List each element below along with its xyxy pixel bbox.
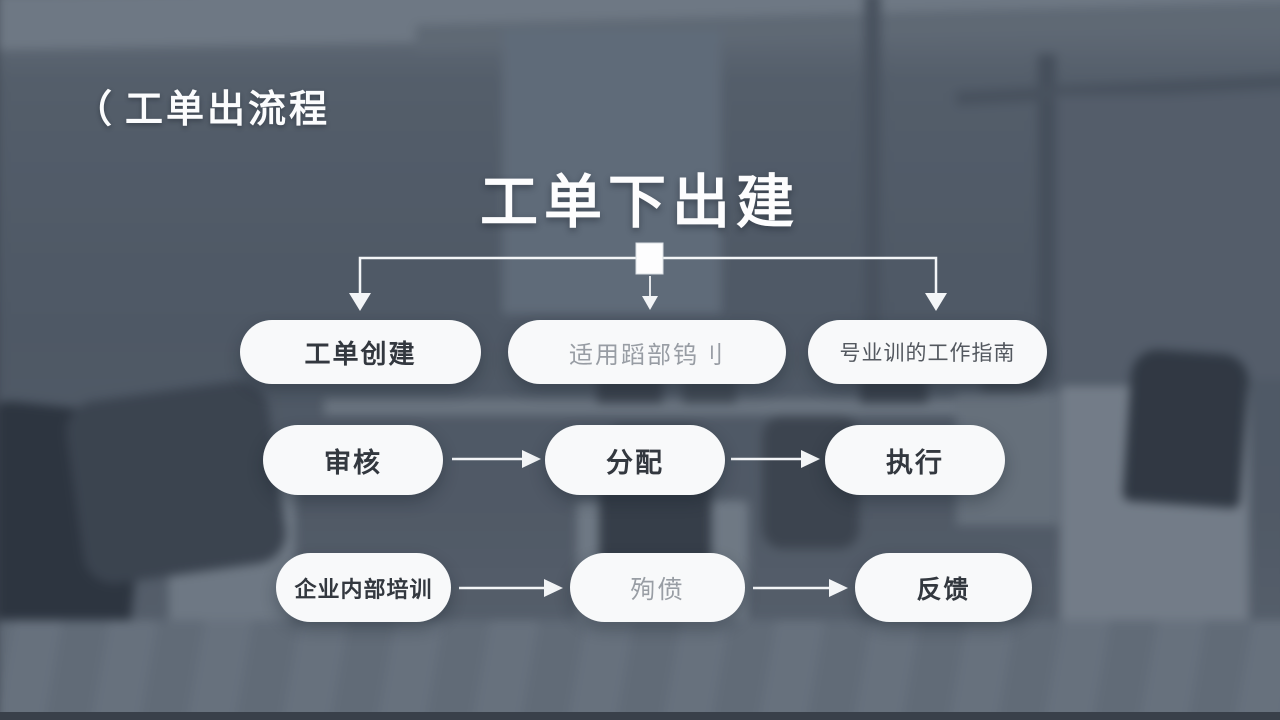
page-title: 工单下出建: [479, 170, 800, 235]
bg-desk-surface: [323, 398, 997, 416]
node-execute: 执行: [825, 425, 1005, 495]
node-internal-training: 企业内部培训: [276, 553, 451, 622]
bg-window-glass: [1056, 94, 1280, 381]
node-applicable-dept: 适用蹈部钨刂: [508, 320, 786, 384]
node-performance: 殉偾: [570, 553, 745, 622]
node-review: 审核: [263, 425, 443, 495]
node-work-guide: 号业训的工作指南: [808, 320, 1047, 384]
slide-header: （ 工单出流程: [74, 78, 330, 133]
node-ticket-create: 工单创建: [240, 320, 481, 384]
bg-wood-floor: [0, 620, 1280, 720]
header-label: 工单出流程: [125, 89, 331, 131]
node-assign: 分配: [545, 425, 725, 495]
bg-window-mullion: [1037, 54, 1057, 381]
node-feedback: 反馈: [855, 553, 1032, 622]
bottom-edge-shadow: [0, 712, 1280, 720]
bracket-icon: （: [74, 89, 116, 131]
